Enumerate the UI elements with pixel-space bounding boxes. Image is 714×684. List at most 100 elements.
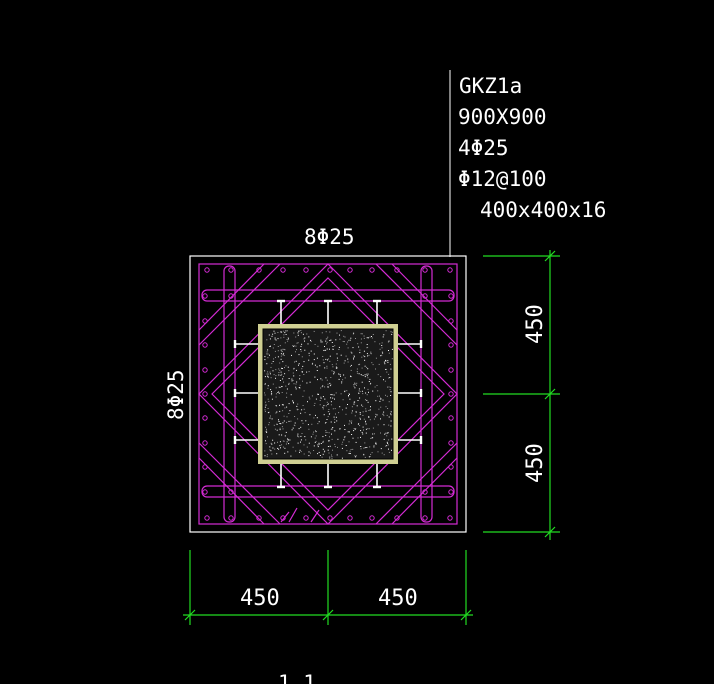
concrete-speck [388,373,390,375]
concrete-speck [277,392,279,393]
concrete-speck [282,348,284,350]
rebar-bar [204,515,210,521]
concrete-speck [353,385,355,387]
right-tie [420,265,433,523]
column-outline [189,255,467,533]
concrete-speck [361,381,363,383]
concrete-speck [264,392,265,394]
concrete-speck [274,428,276,430]
concrete-speck [299,375,301,377]
concrete-speck [348,431,350,433]
concrete-speck [357,423,359,425]
concrete-speck [385,369,387,370]
concrete-speck [293,332,295,334]
concrete-speck [331,364,333,366]
concrete-speck [313,450,315,451]
concrete-speck [264,410,266,412]
concrete-speck [361,431,363,433]
concrete-speck [275,412,277,414]
diamond-stirrup-inner [211,277,445,511]
concrete-speck [350,351,352,353]
concrete-speck [278,421,280,422]
rebar-bar [448,342,454,348]
concrete-speck [315,430,316,432]
concrete-speck [383,334,385,336]
concrete-speck [345,445,347,446]
concrete-speck [297,342,299,344]
concrete-speck [383,454,385,456]
concrete-speck [264,376,266,378]
concrete-speck [339,406,341,408]
concrete-speck [303,444,305,446]
concrete-speck [296,342,298,344]
concrete-speck [367,428,369,430]
concrete-speck [275,387,277,389]
concrete-speck [375,441,377,443]
concrete-speck [266,454,268,456]
concrete-speck [369,419,371,421]
concrete-speck [360,448,362,450]
concrete-speck [270,377,272,379]
concrete-speck [279,380,281,381]
concrete-speck [274,442,276,444]
concrete-speck [379,400,381,402]
concrete-speck [377,395,379,397]
bottom-dim-right: 450 [378,586,418,611]
concrete-speck [277,441,278,443]
diamond-stirrup-outer [198,263,458,525]
concrete-speck [319,365,321,367]
rebar-bar [303,267,309,273]
concrete-speck [326,341,328,343]
concrete-speck [366,337,368,339]
concrete-speck [325,422,327,423]
concrete-speck [322,448,324,450]
dim-tick [544,388,556,400]
concrete-speck [336,454,338,456]
concrete-speck [351,422,352,424]
concrete-speck [347,341,349,343]
concrete-speck [317,379,318,381]
right-dimension [483,250,560,540]
concrete-speck [388,439,390,441]
concrete-speck [303,338,305,340]
rebar-bar [422,293,428,299]
concrete-speck [321,386,323,388]
concrete-speck [359,397,361,399]
rebar-bar [280,515,286,521]
concrete-speck [362,393,364,395]
concrete-speck [385,406,387,408]
concrete-speck [308,451,310,453]
concrete-speck [292,379,294,381]
left-side-rebar-label: 8Φ25 [164,369,188,420]
concrete-speck [390,391,392,393]
concrete-speck [278,368,280,370]
concrete-speck [299,378,301,380]
concrete-speck [345,407,347,409]
concrete-speck [320,341,322,343]
concrete-speck [293,402,294,404]
concrete-speck [353,403,355,405]
concrete-speck [279,369,281,371]
concrete-speck [301,420,303,422]
concrete-speck [295,351,296,353]
concrete-speck [332,408,334,410]
concrete-speck [360,436,361,438]
concrete-speck [331,456,333,458]
concrete-speck [284,447,286,449]
concrete-speck [349,453,351,454]
concrete-speck [292,446,294,448]
concrete-speck [282,353,284,355]
concrete-speck [340,393,342,395]
corner-diagonal [198,457,265,525]
concrete-speck [330,397,332,399]
concrete-speck [371,337,373,339]
concrete-speck [305,439,307,441]
concrete-speck [331,342,333,343]
dim-tick [184,609,196,621]
rebar-bar [202,293,208,299]
concrete-speck [334,345,336,347]
concrete-speck [281,444,283,446]
concrete-speck [342,341,344,342]
concrete-speck [271,398,273,400]
concrete-speck [315,398,317,400]
